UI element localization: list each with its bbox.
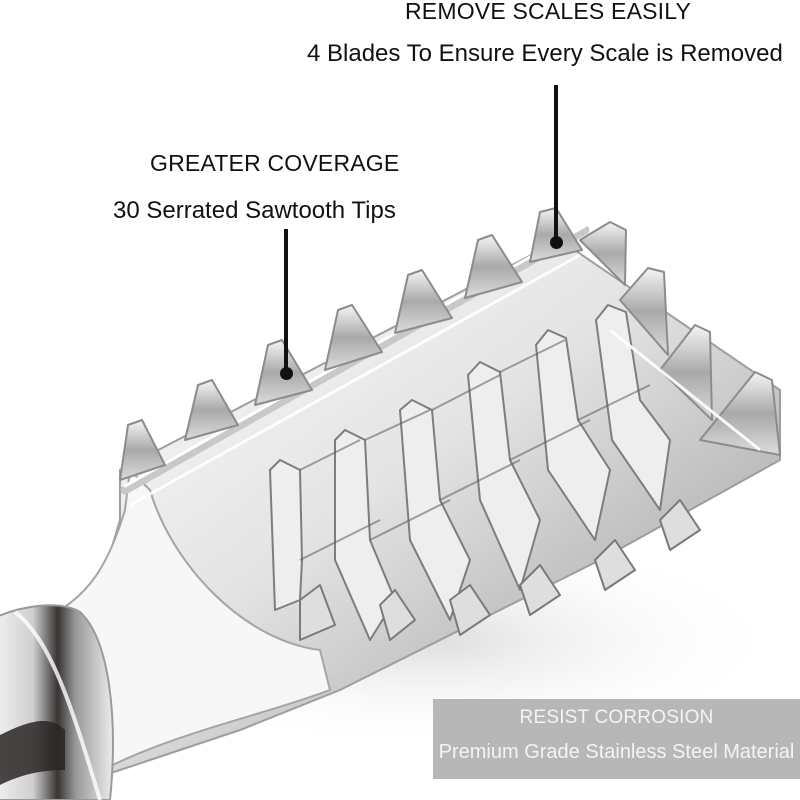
callout-greater-coverage-subtitle: 30 Serrated Sawtooth Tips xyxy=(113,197,396,224)
badge-title: RESIST CORROSION xyxy=(519,707,714,728)
callout-greater-coverage-title: GREATER COVERAGE xyxy=(150,150,400,176)
callout-pointer-dot-coverage xyxy=(280,367,293,380)
badge-subtitle: Premium Grade Stainless Steel Material xyxy=(438,741,795,763)
callout-remove-scales-title: REMOVE SCALES EASILY xyxy=(405,0,692,24)
callout-leader-line-coverage xyxy=(284,229,288,374)
handle xyxy=(0,604,114,800)
callout-leader-line-remove xyxy=(554,85,558,243)
callout-remove-scales-subtitle: 4 Blades To Ensure Every Scale is Remove… xyxy=(307,40,783,67)
resist-corrosion-badge: RESIST CORROSION Premium Grade Stainless… xyxy=(433,699,800,779)
callout-pointer-dot-remove xyxy=(550,236,563,249)
